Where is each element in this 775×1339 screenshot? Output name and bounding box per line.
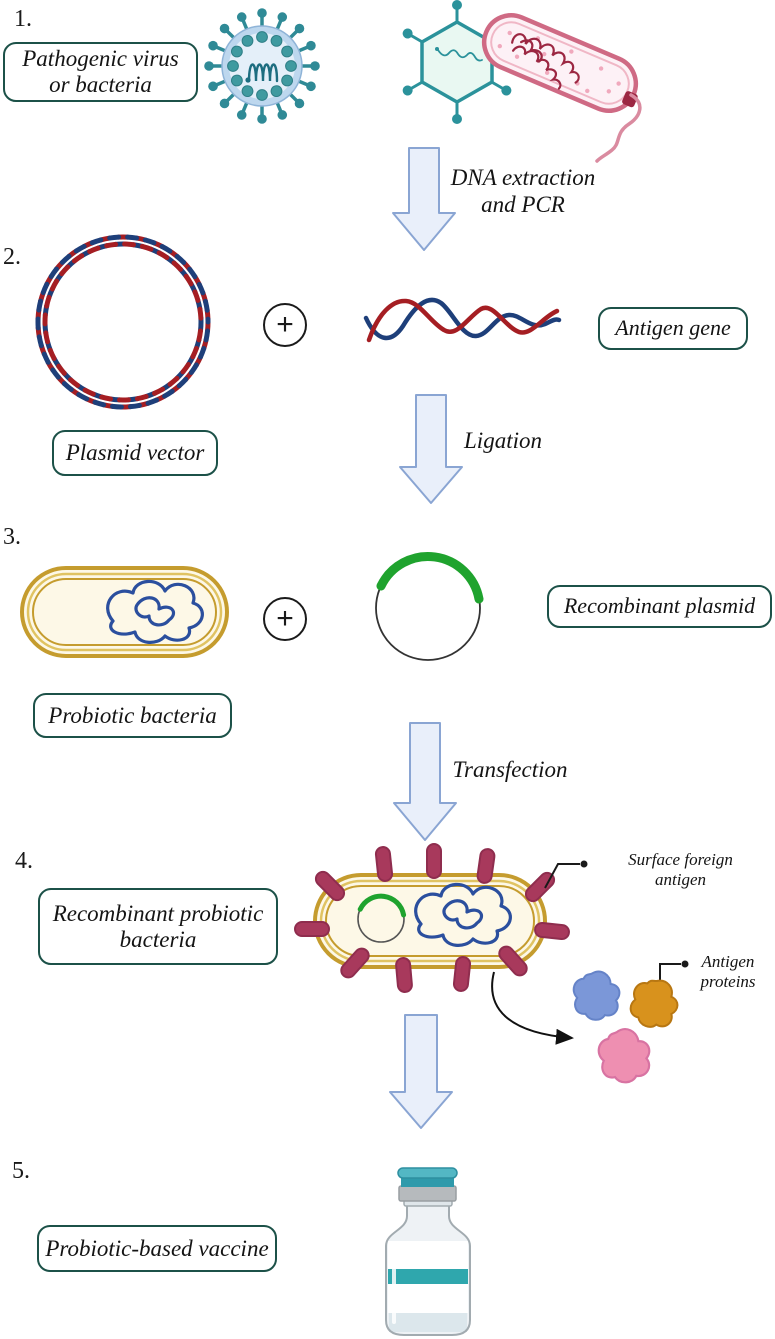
recombinant-plasmid-box: Recombinant plasmid xyxy=(547,585,772,628)
process-arrow-2 xyxy=(399,394,463,504)
phage-genome-squiggle xyxy=(435,47,483,62)
secretion-arrow xyxy=(491,971,574,1045)
vial-cap-side xyxy=(401,1176,454,1187)
plus-operator-step3: + xyxy=(263,597,307,641)
recombinant-probiotic-bacteria-box: Recombinant probiotic bacteria xyxy=(38,888,278,965)
flagellum xyxy=(595,93,642,163)
arrow-label-ligation: Ligation xyxy=(464,428,542,453)
plasmid-vector-box: Plasmid vector xyxy=(52,430,218,476)
antigen-proteins-label: Antigen proteins xyxy=(700,952,756,992)
vial-cap-top xyxy=(397,1167,458,1179)
internal-recombinant-plasmid xyxy=(357,893,407,943)
step-number-4: 4. xyxy=(15,848,33,874)
arrow-label-dna-extraction: DNA extraction and PCR xyxy=(450,165,596,218)
step-number-1: 1. xyxy=(14,6,32,32)
recombinant-plasmid-illustration xyxy=(375,552,484,661)
process-arrow-3 xyxy=(393,722,457,841)
vial-label-stripe xyxy=(388,1269,468,1284)
process-arrow-1 xyxy=(392,147,456,251)
viral-genome-coil xyxy=(245,63,279,83)
enveloped-virus-illustration xyxy=(202,6,322,126)
surface-antigen-callout-line xyxy=(544,860,588,889)
pathogenic-bacterium-illustration xyxy=(481,13,642,163)
recombinant-probiotic-bacteria-illustration xyxy=(294,843,571,994)
step-number-2: 2. xyxy=(3,244,21,270)
pathogenic-virus-or-bacteria-box: Pathogenic virus or bacteria xyxy=(3,42,198,102)
antigen-gene-dna-illustration xyxy=(363,297,562,343)
vial-metal-band xyxy=(398,1185,457,1202)
plus-operator-step2: + xyxy=(263,303,307,347)
plasmid-vector-illustration xyxy=(35,234,211,410)
step-number-5: 5. xyxy=(12,1158,30,1184)
arrow-label-transfection: Transfection xyxy=(452,757,568,782)
step-number-3: 3. xyxy=(3,524,21,550)
probiotic-based-vaccine-box: Probiotic-based vaccine xyxy=(37,1225,277,1272)
antigen-gene-box: Antigen gene xyxy=(598,307,748,350)
probiotic-bacteria-box: Probiotic bacteria xyxy=(33,693,232,738)
antigen-protein-blue xyxy=(569,968,624,1024)
probiotic-bacteria-illustration xyxy=(20,566,229,658)
antigen-protein-orange xyxy=(626,975,683,1033)
antigen-protein-pink xyxy=(592,1022,658,1089)
surface-foreign-antigen-label: Surface foreign antigen xyxy=(628,850,733,890)
process-arrow-4 xyxy=(389,1014,453,1129)
vaccine-vial-illustration xyxy=(385,1167,471,1336)
bacterial-dna-coil xyxy=(511,33,580,90)
antigen-protein-blobs xyxy=(569,968,683,1089)
